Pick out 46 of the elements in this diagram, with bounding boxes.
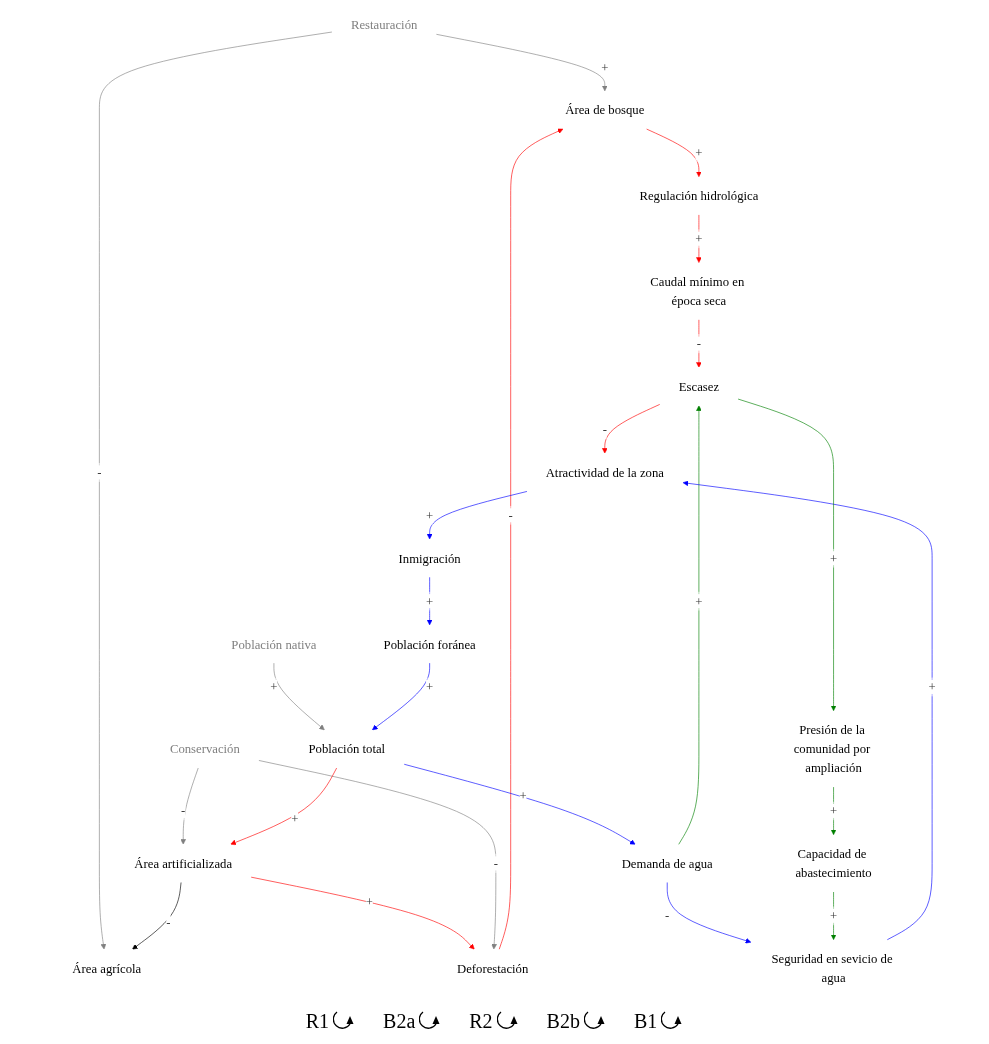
edge-label: -	[696, 336, 702, 351]
loop-label: B1	[633, 1009, 658, 1033]
edge-label: -	[508, 508, 513, 523]
loop-label: R2	[469, 1009, 493, 1033]
edge-label: -	[602, 422, 607, 437]
edge-label: +	[829, 551, 838, 566]
node-text: Inmigración	[398, 551, 461, 566]
node-text: Regulación hidrológica	[639, 188, 759, 203]
node-text: Atractividad de la zona	[545, 465, 664, 480]
edge-label: +	[695, 231, 703, 246]
node-text: Presión de la comunidad por ampliación	[793, 722, 871, 776]
edge-label: -	[97, 465, 102, 480]
edge-label: +	[426, 508, 434, 523]
node-text: Restauración	[350, 17, 418, 32]
edge-label: +	[695, 594, 703, 609]
node-text: Área agrícola	[72, 961, 142, 976]
node-text: Demanda de agua	[621, 856, 713, 871]
loop-label: R1	[305, 1009, 330, 1033]
edge-label: +	[365, 894, 373, 909]
node-text: Población foránea	[383, 637, 476, 652]
node-text: Escasez	[678, 379, 720, 394]
edge-label: +	[601, 60, 609, 75]
edge-label: -	[181, 803, 186, 818]
edge-label: -	[665, 908, 670, 923]
node-text: Conservación	[169, 741, 240, 756]
edge-label: +	[291, 811, 299, 826]
edge-label: -	[493, 856, 498, 871]
node-text: Deforestación	[457, 961, 529, 976]
loop-label: B2b	[546, 1009, 580, 1033]
node-text: Seguridad en sevicio de agua	[771, 951, 893, 985]
edge-label: -	[166, 915, 171, 930]
edge-label: +	[426, 679, 434, 694]
loop-label: B2a	[383, 1009, 416, 1033]
edge-label: +	[928, 679, 936, 694]
node-text: Población nativa	[231, 637, 317, 652]
edge-label: +	[829, 908, 838, 923]
node-text: Área artificializada	[134, 856, 233, 871]
node-text: Área de bosque	[565, 103, 645, 117]
edge-label: +	[695, 145, 703, 160]
node-text: Caudal mínimo en época seca	[650, 274, 745, 308]
edge-label: +	[426, 594, 434, 609]
node-text: Capacidad de abastecimiento	[795, 846, 872, 880]
edge-label: +	[829, 803, 838, 818]
node-text: Población total	[308, 741, 386, 756]
edge-label: +	[519, 789, 527, 804]
edge-label: +	[270, 679, 278, 694]
